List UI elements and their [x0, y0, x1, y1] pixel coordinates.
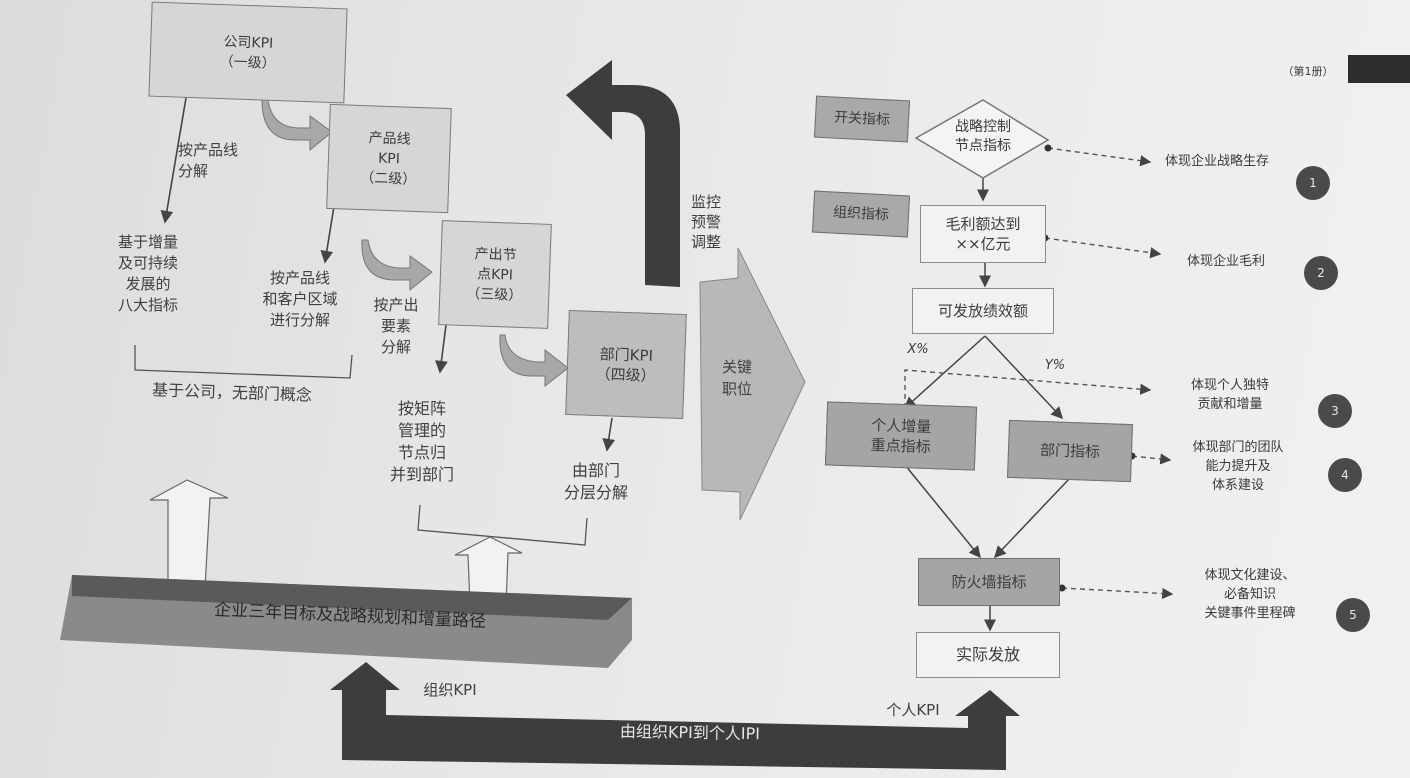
label-org-kpi: 组织KPI [423, 681, 477, 699]
note-4-badge: 4 [1328, 458, 1362, 492]
org-indicator-tag: 组织指标 [811, 190, 911, 238]
gross-profit-box: 毛利额达到 ××亿元 [920, 205, 1046, 263]
bottom-arrow-label: 由组织KPI到个人IPI [619, 721, 761, 744]
dept-indicator-box: 部门指标 [1007, 419, 1133, 483]
x-percent-label: X% [907, 342, 929, 357]
label-dept-layered: 由部门 分层分解 [563, 461, 628, 502]
company-kpi-box: 公司KPI （一级） [148, 1, 348, 104]
note-1-text: 体现企业战略生存 [1164, 154, 1269, 169]
note-5-badge: 5 [1336, 598, 1370, 632]
note-3-badge: 3 [1318, 394, 1352, 428]
note-3-text: 体现个人独特 贡献和增量 [1190, 378, 1269, 412]
label-matrix-merge: 按矩阵 管理的 节点归 并到部门 [389, 399, 454, 484]
label-personal-kpi: 个人KPI [886, 701, 940, 719]
personal-increment-box: 个人增量 重点指标 [824, 401, 978, 471]
label-by-output: 按产出 要素 分解 [373, 296, 419, 356]
output-node-kpi-box: 产出节 点KPI （三级） [438, 220, 552, 329]
note-2-text: 体现企业毛利 [1186, 254, 1265, 269]
product-line-kpi-box: 产品线 KPI （二级） [326, 103, 452, 214]
department-kpi-box: 部门KPI （四级） [565, 309, 687, 420]
note-1-badge: 1 [1296, 166, 1330, 200]
bonus-pool-box: 可发放绩效额 [912, 288, 1054, 334]
actual-payout-box: 实际发放 [916, 632, 1060, 678]
strategy-control-node: 战略控制 节点指标 [955, 119, 1011, 154]
label-eight-indicators: 基于增量 及可持续 发展的 八大指标 [117, 233, 178, 314]
label-by-product-line: 按产品线 分解 [178, 141, 239, 180]
y-percent-label: Y% [1044, 358, 1066, 373]
firewall-indicator-box: 防火墙指标 [918, 558, 1060, 606]
note-4-text: 体现部门的团队 能力提升及 体系建设 [1192, 440, 1284, 493]
label-product-region: 按产品线 和客户区域 进行分解 [262, 269, 338, 329]
switch-indicator-tag: 开关指标 [813, 95, 911, 143]
label-monitor: 监控 预警 调整 [690, 193, 721, 251]
label-key-position: 关键 职位 [721, 358, 752, 398]
note-5-text: 体现文化建设、 必备知识 关键事件里程碑 [1204, 568, 1296, 621]
book-volume-mark: （第1册） [1282, 65, 1334, 78]
note-2-badge: 2 [1304, 256, 1338, 290]
